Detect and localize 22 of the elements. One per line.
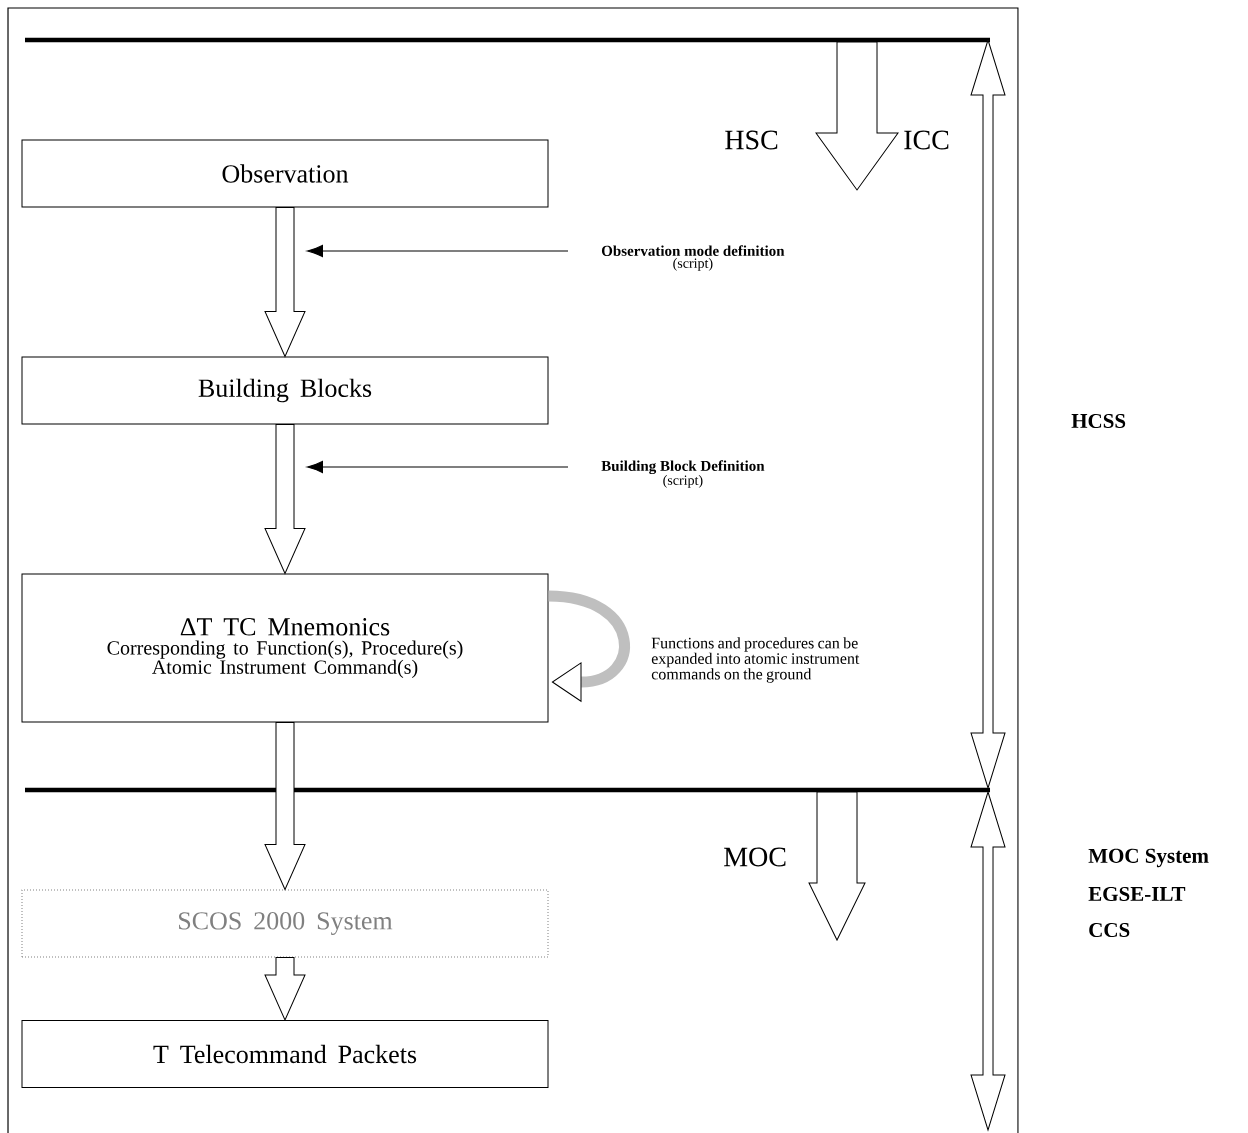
process-box: Observation — [21, 139, 549, 208]
process-box: Building Blocks — [21, 356, 549, 425]
range-label: CCS — [1089, 922, 1130, 938]
arrow — [306, 244, 569, 258]
range-label: MOC System — [1088, 848, 1209, 868]
system-box: SCOS 2000 System — [21, 889, 549, 958]
annotation-text: Observation mode definition (script) — [601, 245, 785, 271]
arrow — [306, 460, 569, 474]
block-arrow — [264, 424, 306, 574]
process-box: T Telecommand Packets — [21, 1020, 549, 1088]
block-arrow — [264, 957, 306, 1021]
block-arrow — [264, 722, 306, 890]
range-label: HCSS — [1071, 413, 1126, 429]
curved-arrow — [548, 590, 630, 702]
header-label: ICC — [904, 130, 949, 150]
header-label: MOC — [724, 847, 786, 867]
annotation-text: Building Block Definition (script) — [601, 460, 765, 488]
header-label: HSC — [725, 130, 778, 150]
note-text: Functions and procedures can be expanded into atomic instrument commands on the ground — [651, 637, 860, 683]
range-label: EGSE-ILT — [1088, 886, 1186, 902]
block-arrow — [264, 207, 306, 357]
process-box: ΔT TC Mnemonics Corresponding to Function(s), Procedure(s) Atomic Instrument Command(s) — [21, 573, 549, 723]
